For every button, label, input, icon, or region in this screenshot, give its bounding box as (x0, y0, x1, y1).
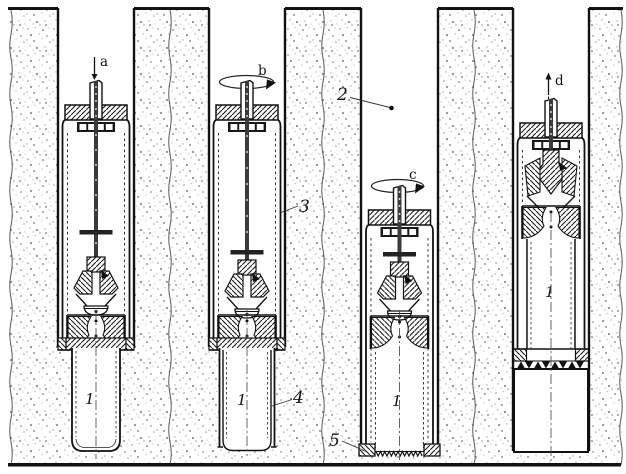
tool-housing (212, 119, 282, 343)
part-label-1-stage-c: 1 (392, 392, 402, 410)
crossbar (79, 230, 113, 235)
outer-sleeve (217, 348, 277, 452)
rock-break-lines (9, 9, 623, 466)
stage-label-a: a (100, 54, 108, 70)
stage-label-c: c (409, 167, 417, 183)
panel-stage-d: d 1 (512, 72, 590, 462)
grapple-mechanism-retracted (524, 149, 578, 209)
part-label-1-stage-a: 1 (85, 390, 95, 408)
inner-rod (94, 120, 98, 258)
part-label-2: 2 (336, 85, 348, 105)
crossbar (230, 250, 264, 255)
tool-housing (516, 137, 586, 349)
leader-dot-2 (389, 105, 394, 111)
inner-rod (397, 225, 402, 265)
stuck-pipe (71, 348, 121, 452)
retrieved-pipe (526, 239, 576, 355)
figure-bottom-line (8, 463, 621, 467)
milling-shoe (358, 443, 441, 458)
panel-stage-c: 2 c 1 5 (329, 85, 441, 460)
tool-housing (365, 224, 434, 444)
inner-rod (549, 138, 553, 152)
tool-housing (61, 119, 131, 343)
leader-line-5 (341, 440, 367, 452)
part-label-1-stage-d: 1 (545, 283, 555, 301)
panel-stage-a: a 1 (57, 54, 135, 459)
shoe-flange (512, 348, 590, 362)
part-label-4: 4 (292, 388, 304, 408)
surface-caps (8, 7, 623, 10)
inner-rod (245, 120, 249, 260)
stage-label-b: b (258, 63, 267, 79)
part-label-1-stage-b: 1 (237, 391, 247, 409)
inner-rod-dots (95, 134, 97, 244)
leader-line-4 (271, 399, 293, 407)
crossbar (383, 252, 416, 257)
inner-rod-dots (246, 135, 248, 233)
part-label-5: 5 (329, 431, 340, 451)
stuck-pipe (375, 352, 424, 448)
panel-stage-b: b 1 3 4 (208, 63, 310, 456)
stage-label-d: d (555, 73, 564, 89)
part-label-3: 3 (299, 197, 310, 217)
leader-line-2 (349, 97, 391, 108)
leader-line-3 (280, 205, 299, 213)
